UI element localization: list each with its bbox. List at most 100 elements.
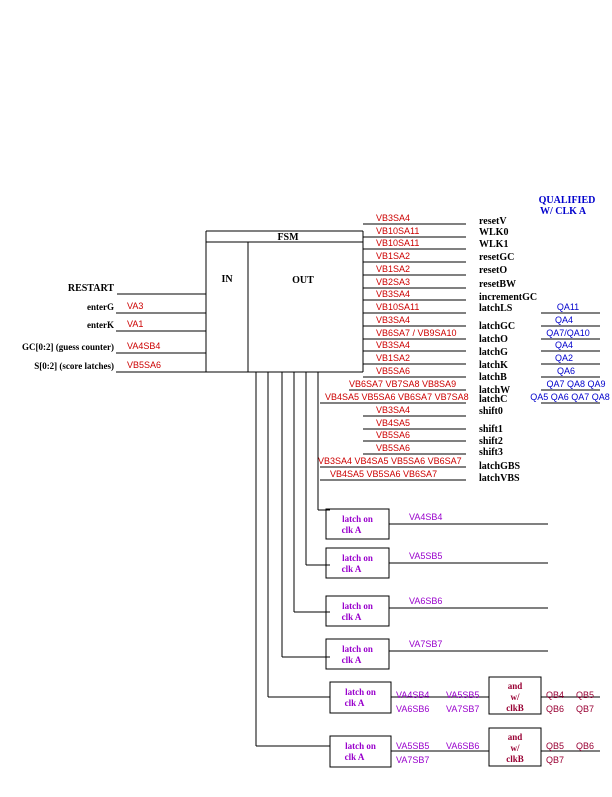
output-signal-incrementGC: VB3SA4 xyxy=(376,289,410,299)
and-output-signal-1-4: QB7 xyxy=(576,704,594,714)
output-signal-latchC: VB4SA5 VB5SA6 VB6SA7 VB7SA8 xyxy=(325,392,469,402)
output-signal-resetBW: VB2SA3 xyxy=(376,277,410,287)
output-label-WLK0: WLK0 xyxy=(479,227,508,238)
latch-label-line2-1: clk A xyxy=(342,525,362,535)
output-label-resetO: resetO xyxy=(479,265,507,276)
latch-signal-6-1: VA5SB5 xyxy=(396,741,429,751)
input-signal-3: VA1 xyxy=(127,319,143,329)
output-signal-WLK0: VB10SA11 xyxy=(376,226,419,236)
latch-label-line1-1: latch on xyxy=(342,514,373,524)
latch-signal-6-2: VA6SB6 xyxy=(446,741,479,751)
qualified-signal-latchK: QA2 xyxy=(555,353,573,363)
and-output-signal-2-3: QB7 xyxy=(546,755,564,765)
and-label-1-1: and xyxy=(508,681,523,691)
fsm-title: FSM xyxy=(277,232,299,243)
and-label-2-1: and xyxy=(508,732,523,742)
latch-signal-5-2: VA5SB5 xyxy=(446,690,479,700)
qualified-signal-latchO: QA7/QA10 xyxy=(546,328,590,338)
output-label-shift2: shift2 xyxy=(479,436,503,447)
qualified-signal-latchGC: QA4 xyxy=(555,315,573,325)
output-signal-latchG: VB3SA4 xyxy=(376,340,410,350)
and-label-2-2: w/ xyxy=(511,743,520,753)
and-label-2-3: clkB xyxy=(506,754,524,764)
latch-label-line2-4: clk A xyxy=(342,655,362,665)
output-signal-shift3: VB5SA6 xyxy=(376,443,410,453)
latch-label-line1-4: latch on xyxy=(342,644,373,654)
and-output-signal-1-1: QB4 xyxy=(546,690,564,700)
and-output-signal-2-2: QB6 xyxy=(576,741,594,751)
qualified-signal-latchG: QA4 xyxy=(555,340,573,350)
qualified-signal-latchC: QA5 QA6 QA7 QA8 xyxy=(530,392,610,402)
output-label-latchC: latchC xyxy=(479,394,507,405)
output-label-latchGC: latchGC xyxy=(479,321,515,332)
latch-signal-1: VA4SB4 xyxy=(409,512,442,522)
output-signal-latchVBS: VB4SA5 VB5SA6 VB6SA7 xyxy=(330,469,437,479)
output-signal-latchLS: VB10SA11 xyxy=(376,302,419,312)
output-label-resetBW: resetBW xyxy=(479,279,516,290)
latch-signal-3: VA6SB6 xyxy=(409,596,442,606)
output-signal-shift2: VB5SA6 xyxy=(376,430,410,440)
output-signal-WLK1: VB10SA11 xyxy=(376,238,419,248)
output-label-incrementGC: incrementGC xyxy=(479,292,537,303)
qualified-signal-latchW: QA7 QA8 QA9 xyxy=(546,379,605,389)
input-signal-2: VA3 xyxy=(127,301,143,311)
latch-signal-4: VA7SB7 xyxy=(409,639,442,649)
and-box-2 xyxy=(488,727,542,767)
latch-signal-5-1: VA4SB4 xyxy=(396,690,429,700)
output-signal-latchGC: VB3SA4 xyxy=(376,315,410,325)
latch-box-3 xyxy=(325,595,390,627)
latch-label-line1-3: latch on xyxy=(342,601,373,611)
output-label-latchVBS: latchVBS xyxy=(479,473,520,484)
input-label-3: enterK xyxy=(87,320,114,330)
output-label-resetGC: resetGC xyxy=(479,252,514,263)
output-label-WLK1: WLK1 xyxy=(479,239,508,250)
latch-signal-6-3: VA7SB7 xyxy=(396,755,429,765)
qualified-signal-latchB: QA6 xyxy=(557,366,575,376)
output-signal-latchW: VB6SA7 VB7SA8 VB8SA9 xyxy=(349,379,456,389)
input-label-2: enterG xyxy=(87,302,114,312)
and-output-signal-2-1: QB5 xyxy=(546,741,564,751)
latch-label-line1-5: latch on xyxy=(345,687,376,697)
latch-label-line2-2: clk A xyxy=(342,564,362,574)
latch-signal-5-3: VA6SB6 xyxy=(396,704,429,714)
output-signal-resetV: VB3SA4 xyxy=(376,213,410,223)
output-signal-latchK: VB1SA2 xyxy=(376,353,410,363)
output-label-latchO: latchO xyxy=(479,334,508,345)
output-label-shift3: shift3 xyxy=(479,447,503,458)
latch-label-line2-6: clk A xyxy=(345,752,365,762)
output-signal-shift1: VB4SA5 xyxy=(376,418,410,428)
output-label-latchG: latchG xyxy=(479,347,508,358)
qualified-signal-latchLS: QA11 xyxy=(557,302,579,312)
and-label-1-3: clkB xyxy=(506,703,524,713)
header-clk-a: W/ CLK A xyxy=(540,206,587,217)
input-label-5: S[0:2] (score latches) xyxy=(34,361,114,371)
input-signal-5: VB5SA6 xyxy=(127,360,161,370)
output-label-shift0: shift0 xyxy=(479,406,503,417)
and-output-signal-1-2: QB5 xyxy=(576,690,594,700)
output-signal-latchGBS: VB3SA4 VB4SA5 VB5SA6 VB6SA7 xyxy=(318,456,462,466)
output-label-latchB: latchB xyxy=(479,372,507,383)
fsm-in-label: IN xyxy=(221,274,233,285)
output-signal-resetO: VB1SA2 xyxy=(376,264,410,274)
latch-label-line2-5: clk A xyxy=(345,698,365,708)
fsm-out-label: OUT xyxy=(292,275,314,286)
output-signal-latchO: VB6SA7 / VB9SA10 xyxy=(376,328,457,338)
and-box-1 xyxy=(488,676,542,715)
output-signal-shift0: VB3SA4 xyxy=(376,405,410,415)
latch-box-4 xyxy=(325,638,390,670)
header-qualified: QUALIFIED xyxy=(539,195,596,206)
latch-label-line1-6: latch on xyxy=(345,741,376,751)
latch-signal-5-4: VA7SB7 xyxy=(446,704,479,714)
and-label-1-2: w/ xyxy=(511,692,520,702)
latch-label-line2-3: clk A xyxy=(342,612,362,622)
and-output-signal-1-3: QB6 xyxy=(546,704,564,714)
latch-label-line1-2: latch on xyxy=(342,553,373,563)
output-label-latchLS: latchLS xyxy=(479,303,513,314)
output-label-resetV: resetV xyxy=(479,216,507,227)
latch-signal-2: VA5SB5 xyxy=(409,551,442,561)
output-label-latchW: latchW xyxy=(479,385,510,396)
output-label-shift1: shift1 xyxy=(479,424,503,435)
output-label-latchK: latchK xyxy=(479,360,508,371)
output-signal-resetGC: VB1SA2 xyxy=(376,251,410,261)
